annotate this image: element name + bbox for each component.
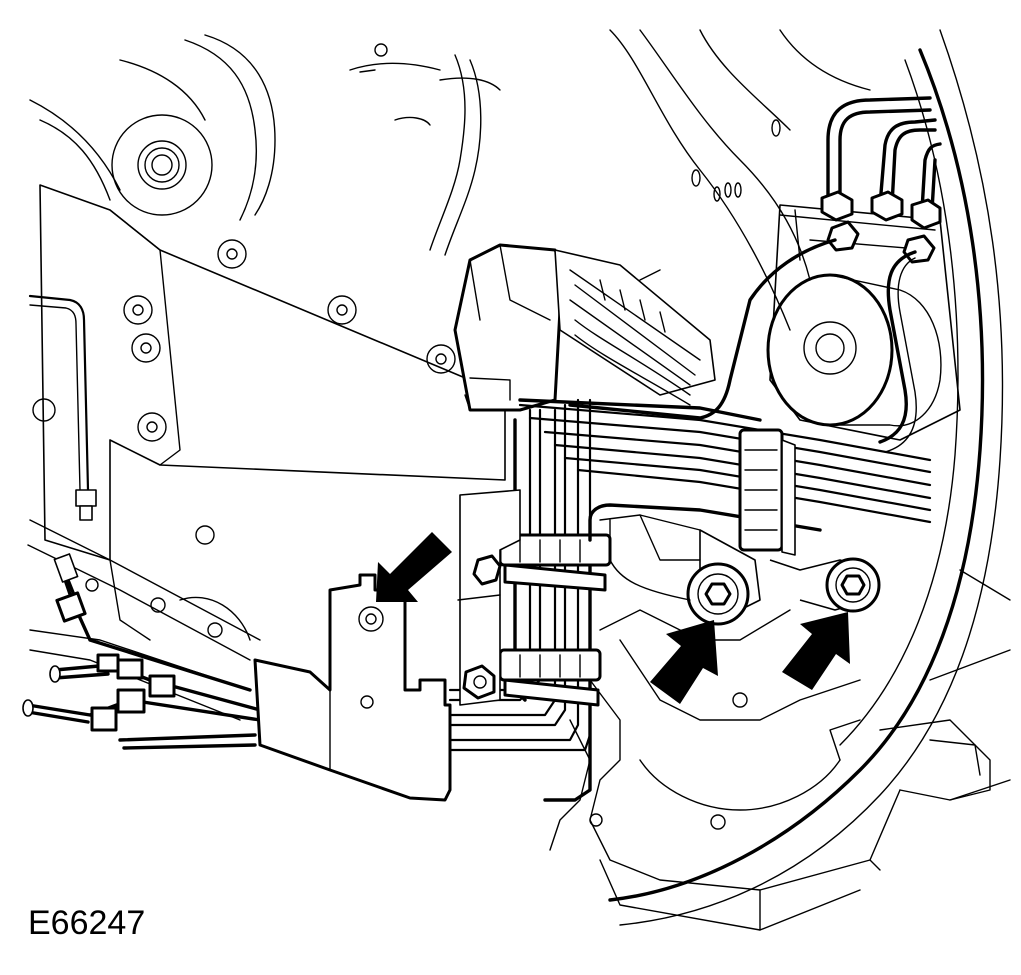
pipe-clip-lower [498, 648, 602, 707]
pipe-clip-upper [498, 533, 612, 592]
round-boss [111, 114, 213, 216]
abs-modulator [568, 96, 961, 453]
mounting-block [457, 489, 521, 706]
arrow-right-bracket-bolt [782, 612, 850, 690]
brake-pipe-bundle-left [22, 553, 262, 750]
wheel-arch-liner [608, 29, 1011, 926]
pipe-clip-vertical [738, 428, 796, 556]
bolt-right [825, 557, 881, 613]
control-module-connector [453, 243, 716, 412]
support-rod [28, 294, 97, 521]
arrow-upper-left-fastener [376, 532, 452, 602]
pipe-bracket-lower [253, 573, 452, 802]
body-panel-background [29, 34, 501, 256]
figure-id-label: E66247 [28, 904, 146, 942]
bolt-left [686, 562, 750, 626]
arrow-left-bracket-bolt [650, 620, 718, 704]
inner-wing-panel [32, 184, 506, 561]
